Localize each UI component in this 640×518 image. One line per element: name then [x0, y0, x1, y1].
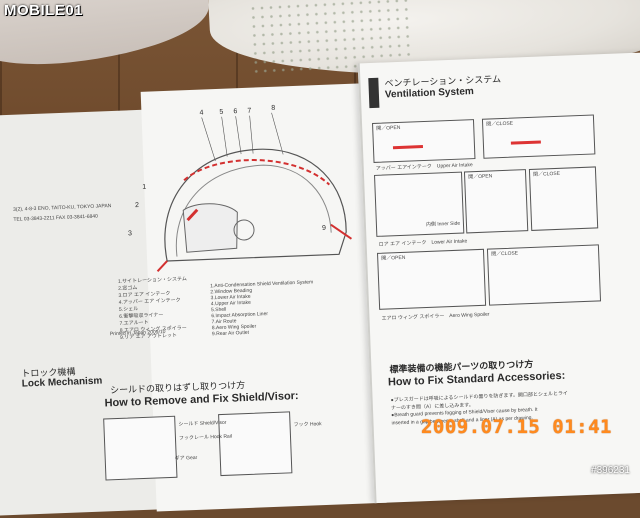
helmet-cutaway-diagram [156, 112, 353, 273]
open-label-1: 開／OPEN [376, 124, 401, 132]
helmet-num-5: 5 [219, 108, 224, 116]
watermark-id: #396231 [591, 465, 630, 476]
inner-side-label: 内側 Inner Side [425, 220, 461, 228]
parts-list-jp: 1.サイトレーション・システム 2.窓ゴム 3.ロア エア インテーク 4.アッ… [118, 275, 189, 341]
section-header-bar [368, 77, 380, 109]
helmet-num-9: 9 [321, 224, 327, 232]
label-gear: ギア Gear [174, 454, 198, 462]
close-label-2: 閉／CLOSE [533, 170, 561, 178]
helmet-num-1: 1 [142, 183, 147, 191]
mobile01-logo: MOBILE01 [4, 2, 84, 19]
helmet-num-6: 6 [233, 108, 238, 116]
parts-list-en: 1.Anti-Condensation Shield Ventilation S… [210, 279, 315, 337]
shield-diagram-2 [218, 411, 293, 477]
close-label-3: 閉／CLOSE [491, 250, 519, 258]
helmet-num-7: 7 [247, 107, 252, 115]
open-label-2: 開／OPEN [468, 173, 493, 181]
helmet-num-4: 4 [199, 109, 204, 117]
label-hook: フック Hook [293, 421, 322, 429]
helmet-instruction-brochure: 3(2), 4-8-3 ENO, TAITO-KU, TOKYO JAPAN T… [0, 51, 640, 518]
date-stamp: 2009.07.15 01:41 [420, 416, 612, 438]
shield-diagram-1 [103, 415, 178, 481]
inner-side-box [374, 171, 465, 237]
open-label-3: 開／OPEN [381, 254, 406, 262]
helmet-num-8: 8 [271, 104, 276, 112]
close-label-1: 閉／CLOSE [486, 120, 514, 128]
helmet-num-3: 3 [127, 230, 133, 238]
helmet-num-2: 2 [134, 201, 140, 210]
